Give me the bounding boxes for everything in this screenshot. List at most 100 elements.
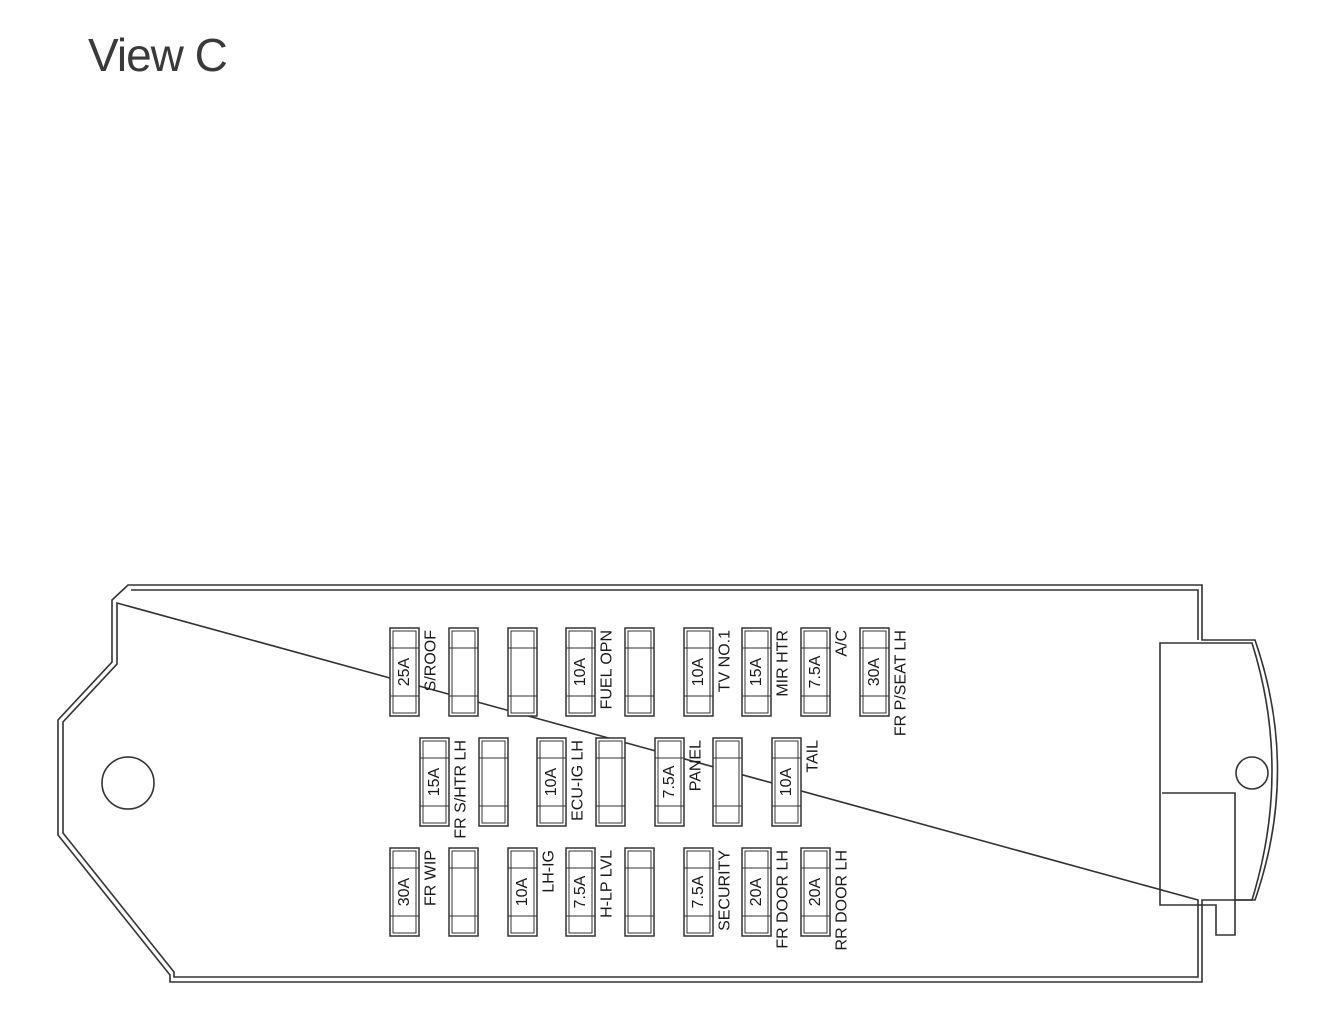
fuse-outline: [800, 847, 831, 937]
fuse-inner: [715, 740, 740, 824]
fuse-rating: 15A: [426, 767, 443, 796]
fuse-outline: [448, 627, 479, 717]
fuse-inner: [803, 850, 828, 934]
fuse-rating: 10A: [778, 767, 795, 796]
fuse-outline: [565, 627, 596, 717]
fuse-inner: [481, 740, 506, 824]
fuse-inner: [598, 740, 623, 824]
fuse-inner: [657, 740, 682, 824]
fuse-inner: [627, 850, 652, 934]
fuse-label: FR WIP: [423, 850, 440, 906]
fuse-inner: [510, 630, 535, 714]
fuse-outline: [683, 627, 714, 717]
fuse-outline: [478, 737, 509, 827]
fuse-slot: 20A RR DOOR LH: [800, 847, 851, 950]
fuse-label: TAIL: [805, 740, 822, 773]
fuse-rating: 7.5A: [572, 875, 589, 908]
fuse-label: A/C: [834, 630, 851, 657]
fuse-slot: 10A FUEL OPN: [565, 627, 616, 717]
fuse-inner: [627, 630, 652, 714]
fuse-rating: 15A: [748, 657, 765, 686]
fuse-inner: [568, 630, 593, 714]
fuse-outline: [712, 737, 743, 827]
fuse-rating: 25A: [396, 657, 413, 686]
fuse-slot: [448, 627, 479, 717]
fuse-rating: 20A: [748, 877, 765, 906]
fuse-outline: [565, 847, 596, 937]
fuse-slot: [624, 847, 655, 937]
fuse-rating: 30A: [866, 657, 883, 686]
fuse-label: FUEL OPN: [599, 630, 616, 709]
fuse-inner: [451, 630, 476, 714]
fuse-slot: 7.5A PANEL: [654, 737, 705, 827]
fuse-rating: 7.5A: [690, 875, 707, 908]
fuse-outline: [800, 627, 831, 717]
fuse-slot: 7.5A H-LP LVL: [565, 847, 616, 937]
fuse-outline: [507, 627, 538, 717]
fuse-label: PANEL: [688, 740, 705, 791]
fuse-slot: [448, 847, 479, 937]
fuse-outline: [595, 737, 626, 827]
fuse-outline: [741, 847, 772, 937]
fuse-slot: 7.5A A/C: [800, 627, 851, 717]
fuse-slot: [478, 737, 509, 827]
fuse-label: TV NO.1: [717, 630, 734, 692]
fuse-slot: 15A MIR HTR: [741, 627, 792, 717]
fuse-label: MIR HTR: [775, 630, 792, 697]
fuse-slot: 10A TAIL: [771, 737, 822, 827]
fuse-outline: [683, 847, 714, 937]
fuse-label: RR DOOR LH: [834, 850, 851, 950]
fuse-rating: 20A: [807, 877, 824, 906]
fuse-label: SECURITY: [717, 850, 734, 931]
fuse-outline: [419, 737, 450, 827]
fuse-label: FR S/HTR LH: [453, 740, 470, 839]
fuse-inner: [803, 630, 828, 714]
fuse-slot: 10A ECU-IG LH: [536, 737, 587, 827]
fuse-outline: [624, 627, 655, 717]
fuse-rating: 7.5A: [661, 765, 678, 798]
fuse-label: FR P/SEAT LH: [893, 630, 910, 736]
fuse-inner: [392, 850, 417, 934]
fuse-label: H-LP LVL: [599, 850, 616, 918]
fuse-inner: [510, 850, 535, 934]
fuse-inner: [774, 740, 799, 824]
fuse-label: FR DOOR LH: [775, 850, 792, 949]
mounting-hole-left: [101, 756, 155, 810]
view-title: View C: [88, 29, 228, 81]
fuse-rating: 7.5A: [807, 655, 824, 688]
fuse-outline: [741, 627, 772, 717]
fuse-label: S/ROOF: [423, 630, 440, 692]
fuse-rating: 10A: [543, 767, 560, 796]
fuse-rating: 10A: [572, 657, 589, 686]
fuse-inner: [392, 630, 417, 714]
connector-block: [1159, 642, 1273, 936]
fuse-outline: [389, 847, 420, 937]
fuse-rating: 30A: [396, 877, 413, 906]
fuse-slot: 30A FR WIP: [389, 847, 440, 937]
fuse-rating: 10A: [514, 877, 531, 906]
fuse-inner: [686, 850, 711, 934]
fuse-inner: [862, 630, 887, 714]
fuse-outline: [771, 737, 802, 827]
fuse-inner: [744, 630, 769, 714]
fuse-outline: [389, 627, 420, 717]
fuse-slot: 30A FR P/SEAT LH: [859, 627, 910, 736]
fuse-slot: [507, 627, 538, 717]
fuse-outline: [654, 737, 685, 827]
fuse-inner: [686, 630, 711, 714]
mounting-hole-right: [1235, 756, 1269, 790]
fuse-slot: 20A FR DOOR LH: [741, 847, 792, 949]
fuse-slot: 10A LH-IG: [507, 847, 558, 937]
fuse-slots: 25A S/ROOF 10A FUEL OPN 10A TV NO.1 15A MIR HTR…: [389, 627, 910, 950]
fuse-slot: 25A S/ROOF: [389, 627, 440, 717]
fuse-label: ECU-IG LH: [570, 740, 587, 821]
fuse-inner: [744, 850, 769, 934]
fuse-inner: [422, 740, 447, 824]
fuse-rating: 10A: [690, 657, 707, 686]
fuse-label: LH-IG: [541, 850, 558, 893]
fuse-inner: [568, 850, 593, 934]
fuse-slot: [595, 737, 626, 827]
fuse-outline: [859, 627, 890, 717]
fuse-inner: [451, 850, 476, 934]
